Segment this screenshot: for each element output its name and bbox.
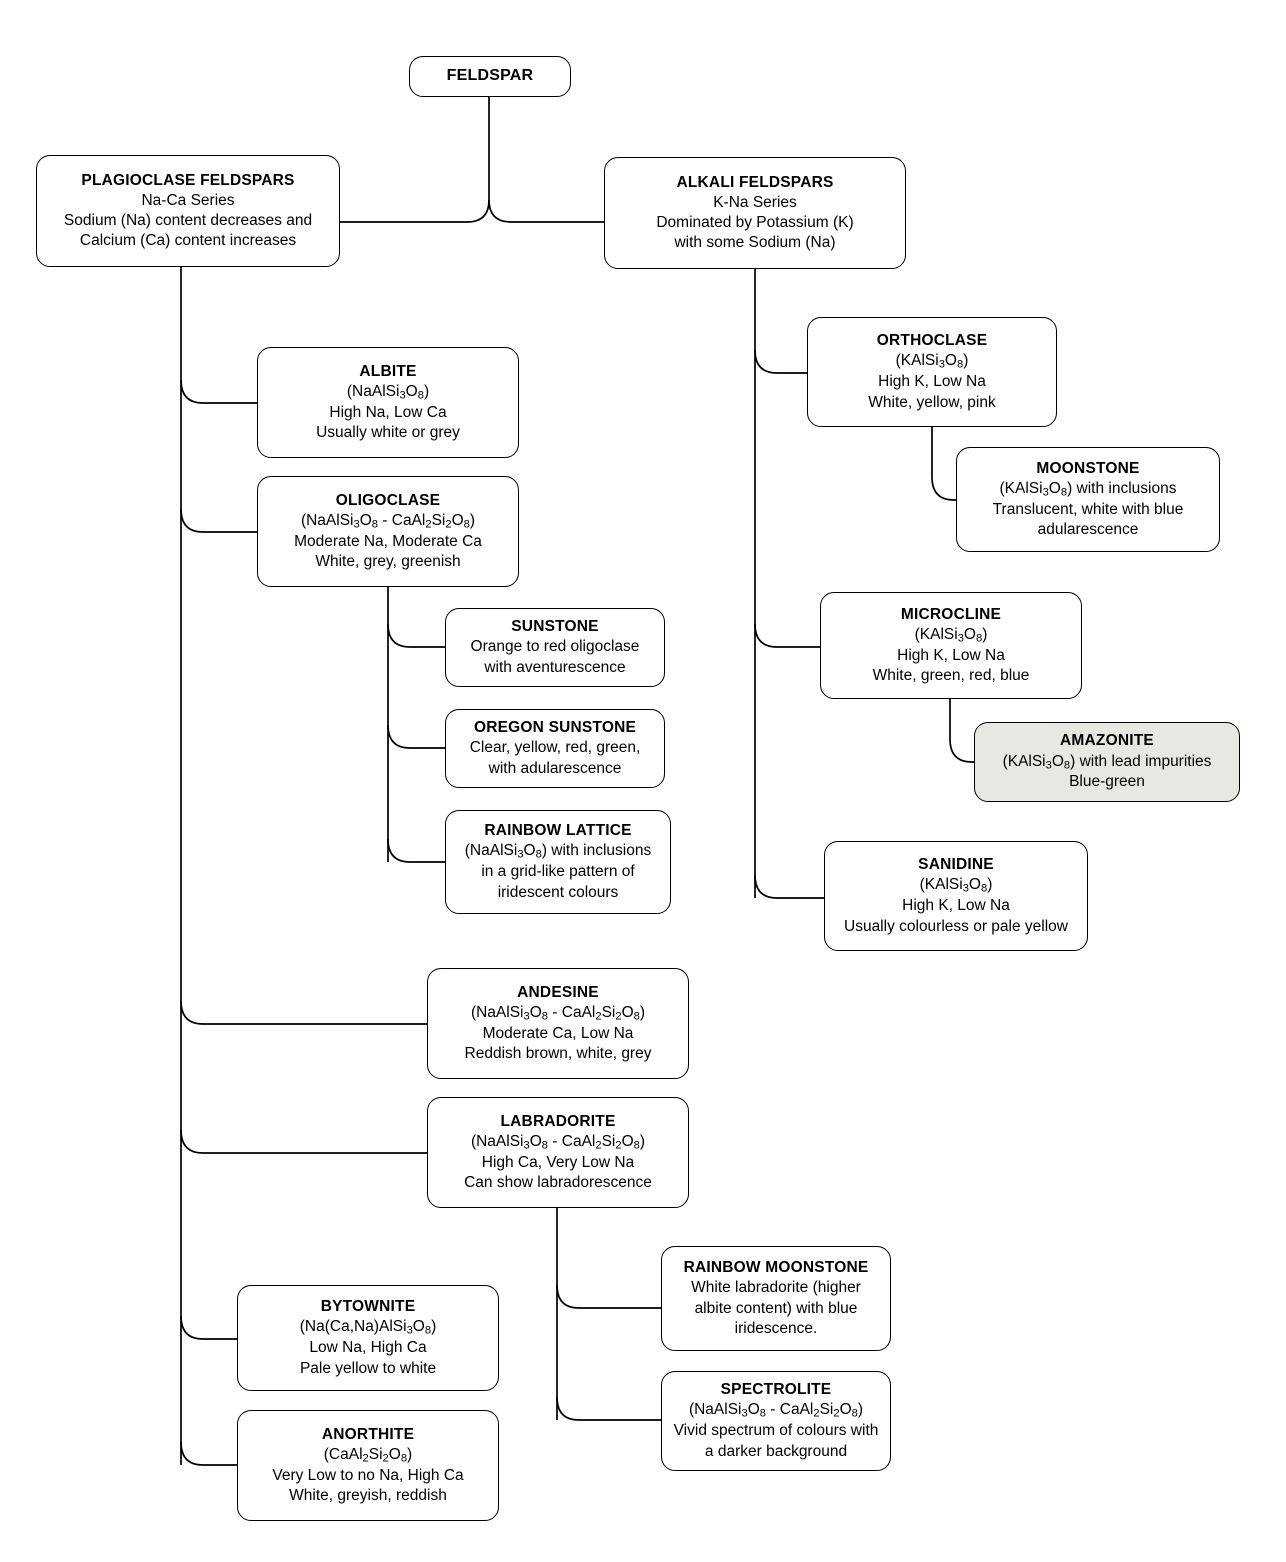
node-line: Orange to red oligoclase <box>470 638 640 656</box>
node-title: OLIGOCLASE <box>335 491 441 509</box>
node-formula: (NaAlSi3O8) <box>346 382 430 402</box>
node-line: Moderate Ca, Low Na <box>482 1024 634 1042</box>
node-line: iridescence. <box>734 1319 818 1337</box>
node-line: White, yellow, pink <box>868 393 996 411</box>
node-andesine[interactable]: ANDESINE (NaAlSi3O8 - CaAl2Si2O8) Modera… <box>427 968 689 1079</box>
node-plagioclase-feldspars[interactable]: PLAGIOCLASE FELDSPARS Na-Ca Series Sodiu… <box>36 155 340 267</box>
node-title: BYTOWNITE <box>320 1298 416 1316</box>
node-line: White, green, red, blue <box>872 667 1030 685</box>
node-title: LABRADORITE <box>500 1112 616 1130</box>
node-line: Na-Ca Series <box>141 191 235 209</box>
node-title: OREGON SUNSTONE <box>473 719 637 737</box>
node-anorthite[interactable]: ANORTHITE (CaAl2Si2O8) Very Low to no Na… <box>237 1410 499 1521</box>
node-line: with some Sodium (Na) <box>674 234 836 252</box>
node-alkali-feldspars[interactable]: ALKALI FELDSPARS K-Na Series Dominated b… <box>604 157 906 269</box>
node-moonstone[interactable]: MOONSTONE (KAlSi3O8) with inclusions Tra… <box>956 447 1220 552</box>
node-rainbow-lattice[interactable]: RAINBOW LATTICE (NaAlSi3O8) with inclusi… <box>445 810 671 914</box>
node-line: K-Na Series <box>713 193 797 211</box>
node-line: Clear, yellow, red, green, <box>469 739 641 757</box>
node-line: Vivid spectrum of colours with <box>673 1422 879 1440</box>
node-title: MOONSTONE <box>1036 459 1140 477</box>
node-line: White labradorite (higher <box>691 1279 861 1297</box>
node-sanidine[interactable]: SANIDINE (KAlSi3O8) High K, Low Na Usual… <box>824 841 1088 951</box>
node-line: High Ca, Very Low Na <box>481 1153 635 1171</box>
node-line: High K, Low Na <box>897 646 1005 664</box>
node-formula: (NaAlSi3O8 - CaAl2Si2O8) <box>470 1003 646 1023</box>
node-line: Sodium (Na) content decreases and <box>63 212 313 229</box>
node-feldspar[interactable]: FELDSPAR <box>409 56 571 97</box>
node-line: Reddish brown, white, grey <box>464 1045 652 1063</box>
node-line: in a grid-like pattern of <box>481 863 635 881</box>
node-formula: (KAlSi3O8) <box>914 625 988 645</box>
node-line: Translucent, white with blue <box>992 500 1184 518</box>
node-line: a darker background <box>704 1442 848 1460</box>
node-title: ANDESINE <box>517 983 599 1001</box>
node-formula: (KAlSi3O8) with inclusions <box>999 479 1177 499</box>
node-sunstone[interactable]: SUNSTONE Orange to red oligoclase with a… <box>445 608 665 687</box>
node-title: SANIDINE <box>918 856 994 874</box>
node-title: RAINBOW MOONSTONE <box>683 1259 869 1277</box>
node-title: ORTHOCLASE <box>876 332 988 350</box>
node-line: Very Low to no Na, High Ca <box>272 1466 464 1484</box>
node-line: Usually colourless or pale yellow <box>844 917 1068 935</box>
node-formula: (NaAlSi3O8 - CaAl2Si2O8) <box>470 1132 646 1152</box>
node-line: Calcium (Ca) content increases <box>79 232 297 250</box>
node-title: FELDSPAR <box>446 67 534 85</box>
node-title: RAINBOW LATTICE <box>484 822 632 840</box>
node-albite[interactable]: ALBITE (NaAlSi3O8) High Na, Low Ca Usual… <box>257 347 519 458</box>
node-line: Dominated by Potassium (K) <box>656 214 854 231</box>
node-labradorite[interactable]: LABRADORITE (NaAlSi3O8 - CaAl2Si2O8) Hig… <box>427 1097 689 1208</box>
node-title: PLAGIOCLASE FELDSPARS <box>81 171 295 189</box>
node-oregon-sunstone[interactable]: OREGON SUNSTONE Clear, yellow, red, gree… <box>445 709 665 788</box>
node-formula: (Na(Ca,Na)AlSi3O8) <box>299 1318 437 1337</box>
node-line: High K, Low Na <box>878 373 986 391</box>
node-title: SUNSTONE <box>511 618 599 636</box>
node-line: High K, Low Na <box>902 897 1010 915</box>
node-formula: (NaAlSi3O8 - CaAl2Si2O8) <box>688 1401 864 1420</box>
node-line: adularescence <box>1037 521 1139 539</box>
node-line: White, greyish, reddish <box>289 1487 447 1505</box>
node-title: ALKALI FELDSPARS <box>676 173 834 191</box>
node-line: Usually white or grey <box>316 424 460 442</box>
node-orthoclase[interactable]: ORTHOCLASE (KAlSi3O8) High K, Low Na Whi… <box>807 317 1057 427</box>
node-line: Can show labradorescence <box>464 1174 652 1192</box>
node-microcline[interactable]: MICROCLINE (KAlSi3O8) High K, Low Na Whi… <box>820 592 1082 699</box>
node-oligoclase[interactable]: OLIGOCLASE (NaAlSi3O8 - CaAl2Si2O8) Mode… <box>257 476 519 587</box>
node-line: High Na, Low Ca <box>329 403 447 421</box>
node-formula: (NaAlSi3O8) with inclusions <box>464 842 652 861</box>
node-line: Low Na, High Ca <box>309 1339 427 1357</box>
node-rainbow-moonstone[interactable]: RAINBOW MOONSTONE White labradorite (hig… <box>661 1246 891 1351</box>
node-line: with adularescence <box>488 759 622 777</box>
node-title: SPECTROLITE <box>720 1381 832 1399</box>
node-line: White, grey, greenish <box>315 553 461 571</box>
node-title: MICROCLINE <box>900 605 1002 623</box>
node-line: Pale yellow to white <box>299 1359 437 1377</box>
node-formula: (KAlSi3O8) <box>895 352 969 371</box>
node-title: ALBITE <box>359 362 417 380</box>
node-line: iridescent colours <box>497 883 619 901</box>
node-line: Blue-green <box>1069 773 1145 791</box>
node-formula: (KAlSi3O8) <box>919 876 993 895</box>
node-title: ANORTHITE <box>321 1425 415 1443</box>
node-formula: (CaAl2Si2O8) <box>323 1445 413 1465</box>
node-formula: (NaAlSi3O8 - CaAl2Si2O8) <box>300 511 476 531</box>
node-bytownite[interactable]: BYTOWNITE (Na(Ca,Na)AlSi3O8) Low Na, Hig… <box>237 1285 499 1391</box>
node-amazonite[interactable]: AMAZONITE (KAlSi3O8) with lead impuritie… <box>974 722 1240 802</box>
node-line: with aventurescence <box>484 658 626 676</box>
node-title: AMAZONITE <box>1060 732 1154 750</box>
node-line: Moderate Na, Moderate Ca <box>294 532 482 550</box>
node-line: albite content) with blue <box>694 1299 858 1317</box>
node-spectrolite[interactable]: SPECTROLITE (NaAlSi3O8 - CaAl2Si2O8) Viv… <box>661 1371 891 1471</box>
node-formula: (KAlSi3O8) with lead impurities <box>1002 752 1212 771</box>
